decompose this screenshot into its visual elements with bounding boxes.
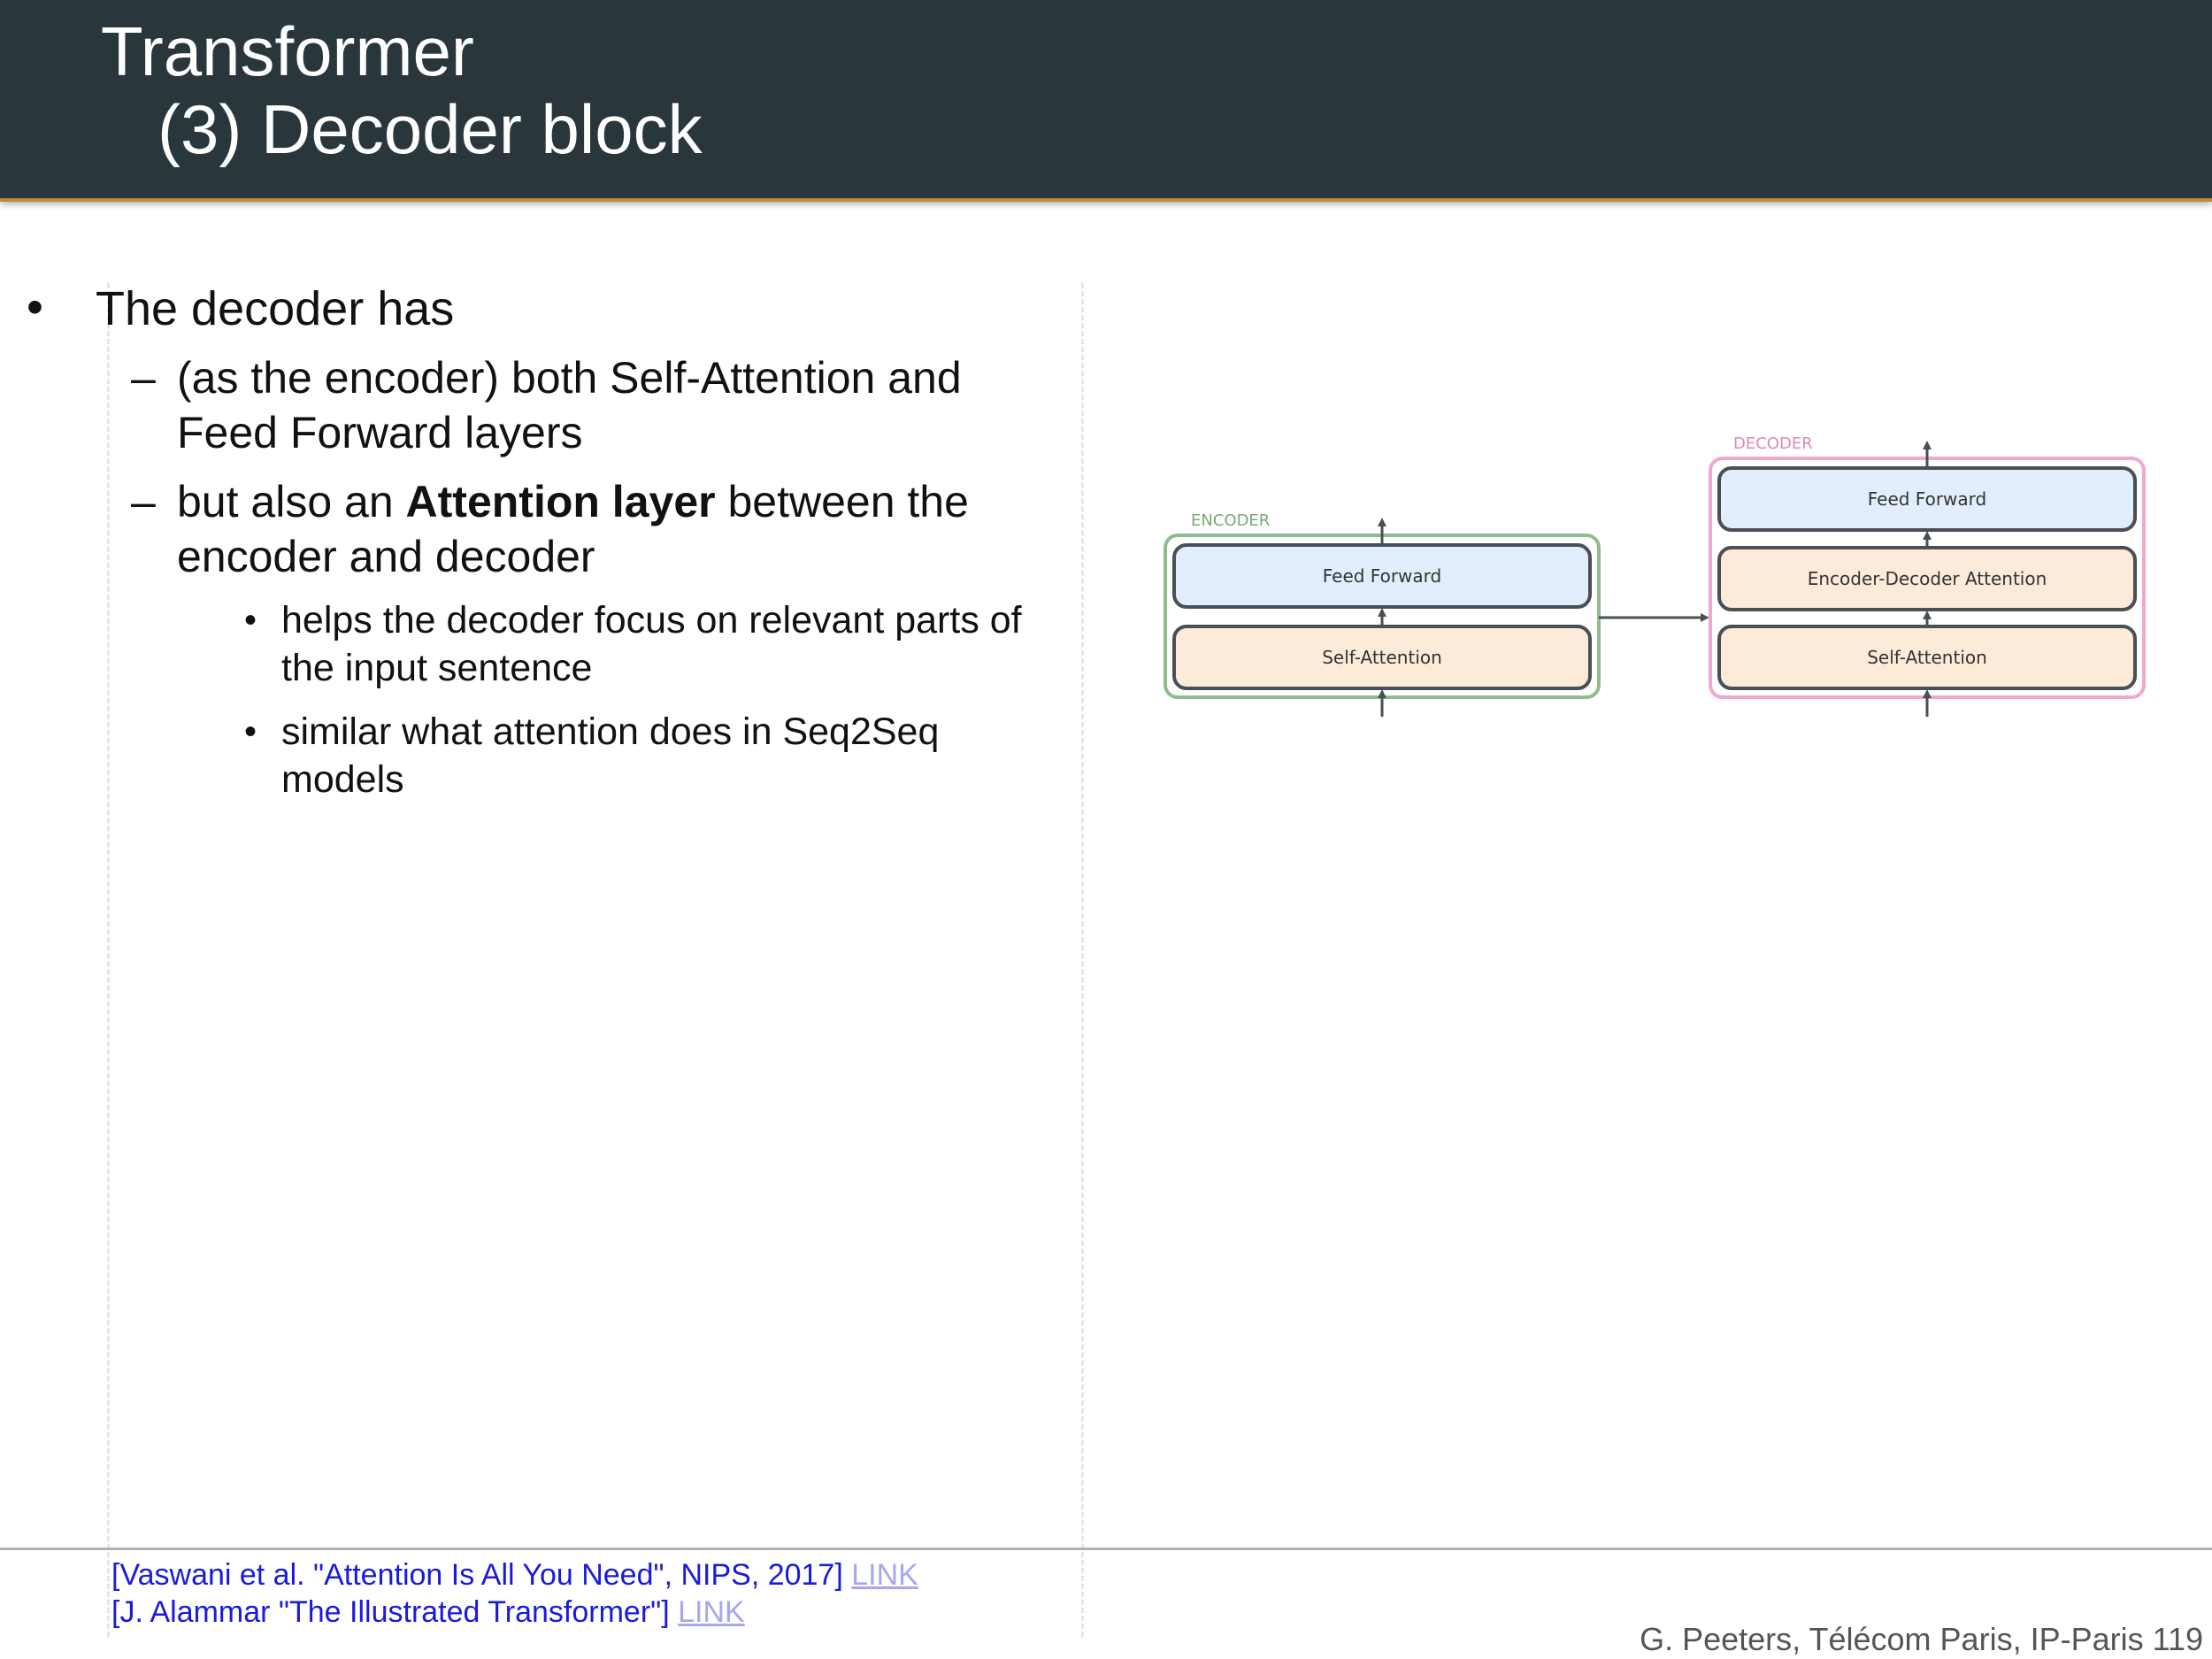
footer-rule bbox=[0, 1548, 2212, 1550]
decoder-feed-forward-label: Feed Forward bbox=[1868, 488, 1987, 510]
slide-title: Transformer bbox=[101, 12, 474, 90]
sub-sub-bullet-seq2seq: similar what attention does in Seq2Seq m… bbox=[281, 710, 940, 801]
reference-link[interactable]: LINK bbox=[678, 1595, 745, 1629]
decoder-self-attention-label: Self-Attention bbox=[1867, 647, 1987, 668]
bullet-dot: • bbox=[27, 280, 43, 334]
sub-bullet-attention-layer: but also an Attention layer between the … bbox=[177, 474, 1062, 584]
encoder-decoder-diagram: ENCODER Feed Forward Self-Attention DECO… bbox=[1164, 434, 2146, 717]
reference-text: [Vaswani et al. "Attention Is All You Ne… bbox=[111, 1558, 852, 1592]
slide-header: Transformer (3) Decoder block bbox=[0, 0, 2212, 198]
encoder-self-attention-label: Self-Attention bbox=[1322, 647, 1442, 668]
sub-bullet-dash: – bbox=[131, 477, 156, 526]
sub-bullet-self-attention: (as the encoder) both Self-Attention and… bbox=[177, 353, 962, 457]
author-credit-page-number: G. Peeters, Télécom Paris, IP-Paris 119 bbox=[1640, 1621, 2203, 1657]
reference-text: [J. Alammar "The Illustrated Transformer… bbox=[111, 1595, 679, 1629]
slide-subtitle: (3) Decoder block bbox=[157, 90, 703, 168]
sub-bullet-dash: – bbox=[131, 353, 156, 403]
reference-link[interactable]: LINK bbox=[851, 1558, 918, 1592]
reference-vaswani: [Vaswani et al. "Attention Is All You Ne… bbox=[111, 1556, 918, 1594]
sub-sub-bullet-dot: • bbox=[244, 712, 257, 751]
decoder-enc-dec-attention-label: Encoder-Decoder Attention bbox=[1808, 568, 2047, 589]
sub-sub-bullet-focus: helps the decoder focus on relevant part… bbox=[281, 599, 1022, 689]
sub-bullet-text: between the encoder and decoder bbox=[177, 477, 969, 581]
center-dashed-guide bbox=[1081, 283, 1084, 1637]
reference-alammar: [J. Alammar "The Illustrated Transformer… bbox=[111, 1594, 745, 1631]
encoder-feed-forward-label: Feed Forward bbox=[1323, 565, 1442, 587]
decoder-label: DECODER bbox=[1733, 434, 1813, 453]
sub-bullet-text: but also an bbox=[177, 477, 406, 526]
sub-sub-bullet-dot: • bbox=[244, 601, 257, 640]
bullet-decoder-has: The decoder has bbox=[96, 282, 455, 335]
encoder-label: ENCODER bbox=[1191, 511, 1270, 530]
emphasis-attention-layer: Attention layer bbox=[405, 477, 716, 526]
header-accent-rule bbox=[0, 198, 2212, 202]
left-dashed-guide bbox=[107, 283, 110, 1637]
